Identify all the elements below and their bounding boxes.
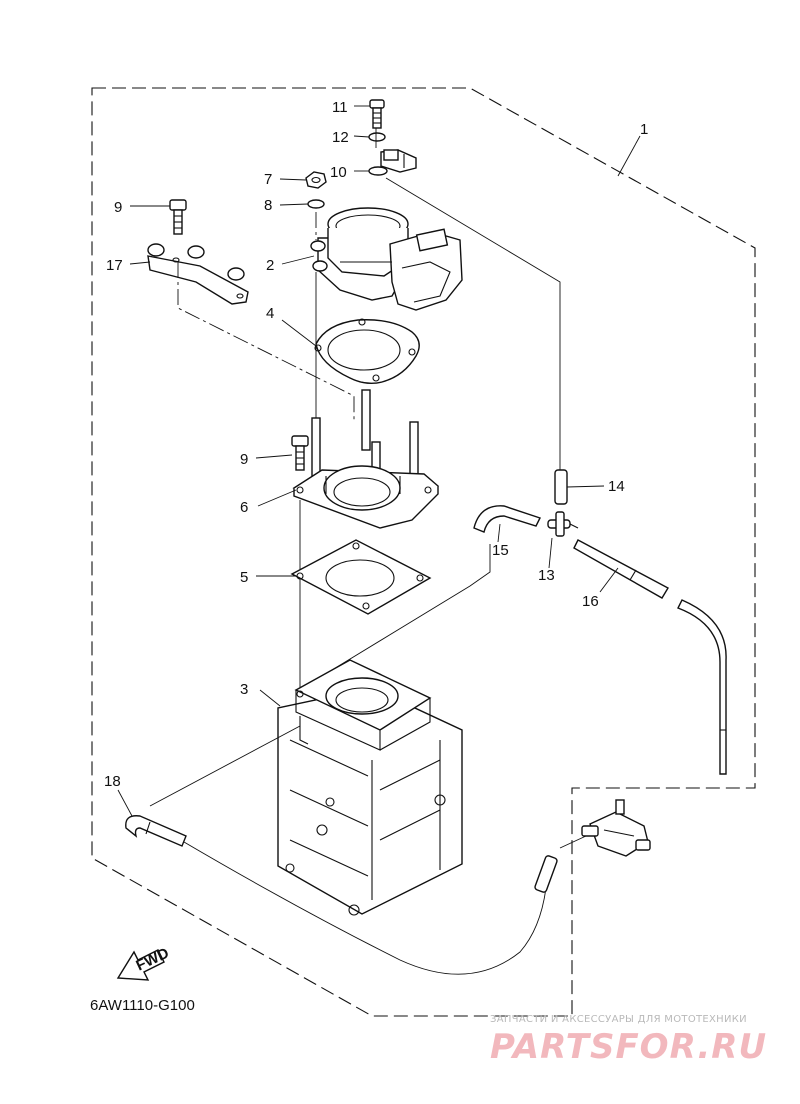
part-11-bolt [369,99,385,129]
valve-assembly [559,799,651,857]
assembly-boundary [91,87,756,1017]
callout-8: 8 [264,197,272,214]
callout-1: 1 [640,121,648,138]
leader-1 [617,135,641,177]
callout-18: 18 [104,773,121,790]
callout-5: 5 [240,569,248,586]
fwd-label: FWD [133,945,171,975]
watermark-tagline: ЗАПЧАСТИ И АКСЕССУАРЫ ДЛЯ МОТОТЕХНИКИ [490,1014,747,1025]
fwd-arrow: FWD [116,945,172,981]
part-6-spacer [292,389,440,529]
part-15-hose [473,505,541,533]
callout-2: 2 [266,257,274,274]
callout-9-lower: 9 [240,451,248,468]
callout-15: 15 [492,542,509,559]
part-2-throttle-body [310,207,463,311]
part-9-bolt-lower [291,435,309,471]
part-3-housing [277,659,463,916]
watermark-brand: PARTSFOR.RU [490,1027,767,1067]
callout-10: 10 [330,164,347,181]
part-13-joint [547,511,579,537]
callout-7: 7 [264,171,272,188]
part-17-bracket [147,243,249,305]
part-16-hose [573,539,727,775]
callout-13: 13 [538,567,555,584]
small-hose-segment [534,855,558,893]
callout-9-upper: 9 [114,199,122,216]
part-4-gasket [314,318,420,385]
callout-14: 14 [608,478,625,495]
callout-17: 17 [106,257,123,274]
part-12-washer [368,132,386,142]
part-9-bolt-upper [169,199,187,235]
callout-4: 4 [266,305,274,322]
part-7-nut [305,171,327,189]
center-line-bracket [177,262,355,420]
callout-3: 3 [240,681,248,698]
callout-12: 12 [332,129,349,146]
part-14-hose [554,469,568,505]
part-18-hose [125,725,549,975]
part-10-sensor [368,149,417,176]
part-5-gasket [290,539,432,615]
callout-6: 6 [240,499,248,516]
part-8-o-ring [307,199,325,209]
diagram-code: 6AW1110-G100 [90,997,195,1014]
callout-11: 11 [332,99,348,116]
center-line-sensor-hose [385,177,561,480]
callout-16: 16 [582,593,599,610]
